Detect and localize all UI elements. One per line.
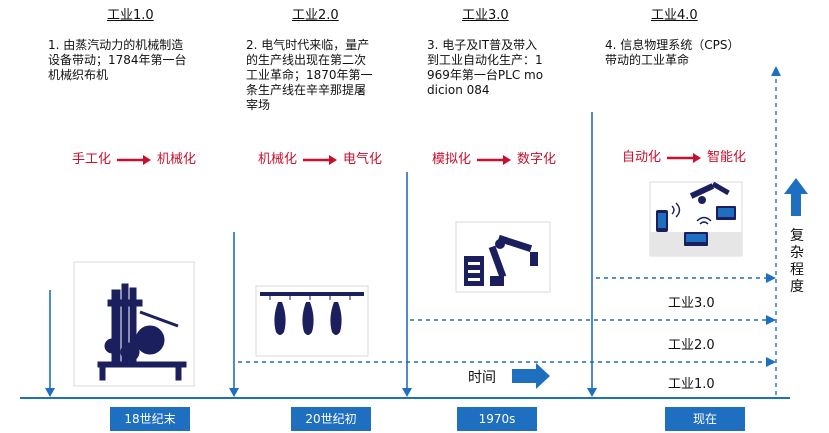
complexity-axis [771,66,781,395]
era-1-divider [45,290,55,397]
transition-to: 数字化 [517,152,557,167]
time-label: 时间 [468,370,496,386]
era-desc-3: 3. 电子及IT普及带入 到工业自动化生产：1 969年第一台PLC mo di… [427,38,587,98]
transition-to: 电气化 [343,152,383,167]
transition-2: 机械化 电气化 [258,148,382,167]
arrow-right-icon [477,154,512,165]
arrow-right-icon [117,154,152,165]
desc-line: 的生产线出现在第二次 [246,53,367,67]
desc-line: dicion 084 [427,83,490,97]
desc-line: 条生产线在辛辛那提屠 [246,83,367,97]
date-badge-1: 18世纪末 [110,407,190,431]
era-3-divider [402,172,412,397]
transition-from: 模拟化 [432,152,472,167]
time-arrow-icon [512,363,550,389]
transition-to: 机械化 [157,152,197,167]
loom-icon [73,261,195,387]
desc-line: 2. 电气时代来临，量产 [246,38,370,52]
level-label-3: 工业3.0 [668,296,715,311]
era-desc-4: 4. 信息物理系统（CPS） 带动的工业革命 [605,38,775,68]
transition-to: 智能化 [707,150,747,165]
date-badge-2: 20世纪初 [291,407,371,431]
era-desc-2: 2. 电气时代来临，量产 的生产线出现在第二次 工业革命；1870年第一 条生产… [246,38,406,113]
era-title-4: 工业4.0 [651,8,698,23]
arrow-right-icon [303,154,338,165]
era-4-divider [587,112,597,397]
era-2-divider [229,232,239,397]
desc-line: 969年第一台PLC mo [427,68,544,82]
transition-from: 手工化 [72,152,112,167]
assembly-line-icon [255,285,369,357]
smart-devices-icon [649,181,743,257]
transition-1: 手工化 机械化 [72,148,196,167]
transition-4: 自动化 智能化 [622,146,746,165]
complexity-char: 杂 [790,245,804,261]
date-badge-4: 现在 [665,407,745,431]
desc-line: 1. 由蒸汽动力的机械制造 [48,38,184,52]
era-title-1: 工业1.0 [107,8,154,23]
era-desc-1: 1. 由蒸汽动力的机械制造 设备带动；1784年第一台 机械织布机 [48,38,223,83]
arrow-right-icon [667,152,702,163]
desc-line: 工业革命；1870年第一 [246,68,373,82]
level-label-1: 工业1.0 [668,377,715,392]
complexity-char: 复 [790,228,804,244]
transition-3: 模拟化 数字化 [432,148,556,167]
date-badge-3: 1970s [457,407,537,431]
era-title-3: 工业3.0 [462,8,509,23]
complexity-char: 程 [790,262,804,278]
desc-line: 设备带动；1784年第一台 [48,53,187,67]
desc-line: 到工业自动化生产：1 [427,53,543,67]
complexity-label: 复 杂 程 度 [790,228,806,296]
level-label-2: 工业2.0 [668,338,715,353]
desc-line: 宰场 [246,98,271,112]
robot-arm-icon [455,221,551,293]
era-title-2: 工业2.0 [292,8,339,23]
desc-line: 带动的工业革命 [605,53,690,67]
complexity-char: 度 [790,279,804,295]
transition-from: 自动化 [622,150,662,165]
transition-from: 机械化 [258,152,298,167]
desc-line: 3. 电子及IT普及带入 [427,38,538,52]
complexity-up-arrow-icon [784,178,808,216]
desc-line: 4. 信息物理系统（CPS） [605,38,740,52]
desc-line: 机械织布机 [48,68,109,82]
